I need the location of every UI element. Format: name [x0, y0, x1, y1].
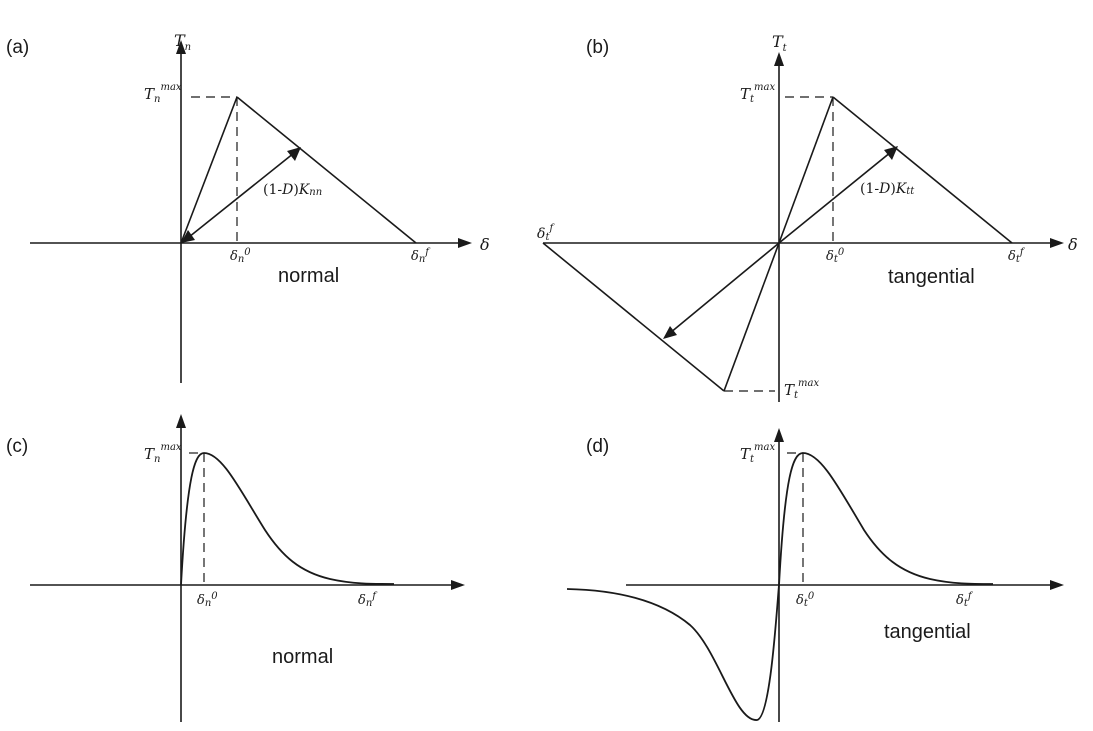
panel-b-neg-deltaf-label: δtf — [537, 223, 555, 243]
panel-a-x-arrowhead — [458, 238, 472, 248]
panel-d-y-arrowhead — [774, 428, 784, 442]
panel-d-traction-curve-negative — [566, 584, 780, 721]
panel-b-neg-unload-line — [669, 242, 780, 334]
panel-d-caption: tangential — [884, 621, 971, 643]
panel-b-y-arrowhead — [774, 52, 784, 66]
panel-a-unload-arrow-down — [181, 230, 195, 243]
panel-c-delta0-label: δn0 — [197, 591, 218, 609]
panel-b-x-arrowhead — [1050, 238, 1064, 248]
panel-d-deltaf-label: δtf — [956, 591, 974, 609]
panel-c-peak-label: Tnmax — [144, 442, 182, 465]
panel-d-label: (d) — [586, 436, 609, 457]
panel-c-y-arrowhead — [176, 414, 186, 428]
panel-a-y-axis-label: Tn — [174, 31, 191, 53]
panel-b-peak-label: Ttmax — [740, 82, 775, 105]
panel-b-neg-unload-arrow — [663, 326, 677, 339]
panel-d-delta0-label: δt0 — [796, 591, 815, 609]
panel-c-label: (c) — [6, 436, 28, 457]
panel-b-caption: tangential — [888, 266, 975, 288]
panel-b-delta0-label: δt0 — [826, 247, 845, 265]
panel-b-unload-line — [778, 151, 892, 244]
panel-a-softening-line — [236, 96, 417, 244]
panel-a-unload-line — [188, 152, 295, 238]
panel-a: (a) Tn δ Tnmax δn0 δnf (1-D)Knn normal — [6, 31, 490, 383]
panel-b-stiffness-label: (1-D)Ktt — [860, 181, 915, 197]
panel-b-softening-line — [832, 96, 1013, 244]
panel-c-traction-curve — [180, 452, 395, 586]
panel-a-unload-arrow-up — [287, 147, 301, 161]
panel-b-unload-arrow — [884, 146, 898, 160]
panel-b: (b) Tt δ Ttmax Ttmax δt0 δtf δtf (1-D)Kt… — [537, 32, 1078, 402]
panel-d-x-arrowhead — [1050, 580, 1064, 590]
panel-a-elastic-line — [180, 96, 238, 244]
panel-c-deltaf-label: δnf — [358, 591, 378, 609]
panel-b-neg-peak-label: Ttmax — [784, 378, 819, 401]
panel-b-y-axis-label: Tt — [772, 32, 788, 54]
panel-a-delta0-label: δn0 — [230, 247, 251, 265]
panel-a-peak-label: Tnmax — [144, 82, 182, 105]
panel-c-caption: normal — [272, 646, 333, 668]
panel-d: (d) Ttmax δt0 δtf tangential — [566, 428, 1064, 722]
panel-a-x-axis-label: δ — [480, 235, 490, 254]
panel-d-traction-curve-positive — [778, 452, 994, 586]
panel-d-peak-label: Ttmax — [740, 442, 775, 465]
panel-b-x-axis-label: δ — [1068, 235, 1078, 254]
panel-a-y-arrowhead — [176, 40, 186, 54]
panel-a-label: (a) — [6, 37, 29, 58]
panel-b-deltaf-label: δtf — [1008, 247, 1026, 265]
panel-a-stiffness-label: (1-D)Knn — [263, 182, 322, 198]
panel-b-elastic-line — [778, 96, 834, 244]
panel-a-caption: normal — [278, 265, 339, 287]
panel-c-x-arrowhead — [451, 580, 465, 590]
panel-b-label: (b) — [586, 37, 609, 58]
panel-c: (c) Tnmax δn0 δnf normal — [6, 414, 465, 722]
panel-b-neg-elastic-line — [723, 242, 780, 392]
panel-b-neg-softening-line — [542, 242, 725, 392]
panel-a-deltaf-label: δnf — [411, 247, 431, 265]
